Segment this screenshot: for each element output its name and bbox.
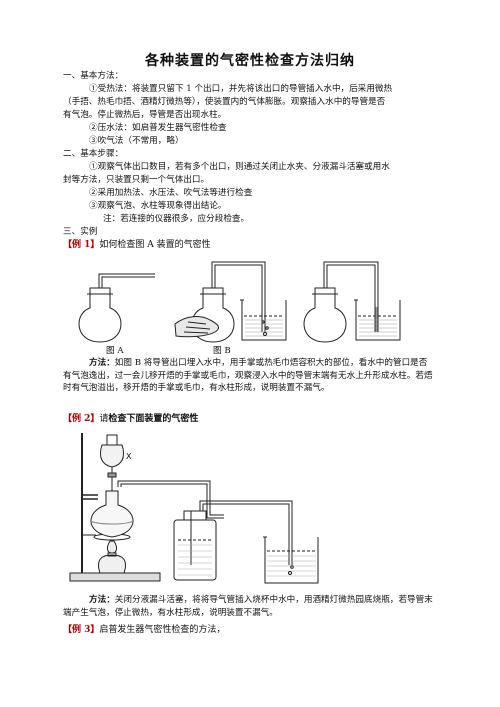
note: 注：若连接的仪器很多，应分段检查。 bbox=[103, 214, 250, 224]
method-3: ③吹气法（不常用，略） bbox=[89, 136, 184, 146]
example-2-method-label: 方法： bbox=[89, 595, 115, 605]
section-1-heading: 一、基本方法： bbox=[63, 71, 124, 81]
example-2-pre: 请 bbox=[99, 414, 109, 424]
method-1-line-3: 有气泡。停止微热后，导管是否出现水柱。 bbox=[63, 110, 227, 120]
example-1-question: 如何检查图 A 装置的气密性 bbox=[99, 240, 211, 250]
example-1-heading: 【例 1】如何检查图 A 装置的气密性 bbox=[63, 239, 211, 251]
step-2: ②采用加热法、水压法、吹气法等进行检查 bbox=[89, 188, 253, 198]
example-1-method: 方法：如图 B 将导管出口埋入水中，用手掌或热毛巾焐容积大的部位，看水中的管口是… bbox=[63, 357, 435, 395]
method-2: ②压水法：如启普发生器气密性检查 bbox=[89, 123, 227, 133]
label-x: X bbox=[126, 452, 132, 461]
flask-c-drawing bbox=[303, 261, 401, 343]
alcohol-lamp-drawing bbox=[98, 540, 126, 574]
example-2-question: 检查下面装置的气密性 bbox=[108, 414, 199, 424]
round-flask-drawing bbox=[89, 480, 224, 538]
example-2-tag: 【例 2】 bbox=[63, 414, 100, 424]
flask-b-drawing bbox=[174, 261, 287, 343]
beaker-drawing bbox=[263, 536, 319, 584]
example-1-method-text: 如图 B 将导管出口埋入水中，用手掌或热毛巾焐容积大的部位，看水中的管口是否有气… bbox=[63, 358, 433, 393]
step-1-line-1: ①观察气体出口数目，若有多个出口，则通过关闭止水夹、分液漏斗活塞或用水 bbox=[89, 162, 390, 172]
flask-a-drawing bbox=[78, 273, 155, 343]
iron-stand-drawing bbox=[69, 433, 161, 582]
wash-bottle-drawing bbox=[173, 500, 293, 581]
example-3-heading: 【例 3】启普发生器气密性检查的方法， bbox=[63, 624, 225, 636]
separatory-funnel-drawing bbox=[99, 434, 125, 491]
section-3-heading: 三、实例 bbox=[63, 227, 98, 237]
caption-figure-a: 图 A bbox=[106, 346, 124, 356]
step-3: ③观察气泡、水柱等现象得出结论。 bbox=[89, 201, 227, 211]
section-2-heading: 二、基本步骤： bbox=[63, 149, 124, 159]
caption-figure-b: 图 B bbox=[213, 346, 231, 356]
page-title: 各种装置的气密性检查方法归纳 bbox=[145, 53, 355, 69]
example-2-method: 方法：关闭分液漏斗活塞，将将导气管插入烧杯中水中，用酒精灯微热园底烧瓶，若导管末… bbox=[63, 594, 435, 619]
example-2-heading: 【例 2】请检查下面装置的气密性 bbox=[63, 413, 198, 425]
method-1-line-1: ①受热法：将装置只留下 1 个出口，并先将该出口的导管插入水中，后采用微热 bbox=[89, 84, 393, 94]
example-1-method-label: 方法： bbox=[89, 358, 115, 368]
example-3-question: 启普发生器气密性检查的方法， bbox=[99, 625, 226, 635]
example-1-tag: 【例 1】 bbox=[63, 240, 100, 250]
method-1-line-2: （手捂、热毛巾捂、酒精灯微热等），使装置内的气体膨胀。观察插入水中的导管是否 bbox=[63, 97, 386, 107]
example-2-apparatus: X bbox=[69, 433, 319, 584]
example-3-tag: 【例 3】 bbox=[63, 625, 100, 635]
example-2-method-text: 关闭分液漏斗活塞，将将导气管插入烧杯中水中，用酒精灯微热园底烧瓶，若导管末端产生… bbox=[63, 595, 433, 618]
figure-ab-apparatus bbox=[78, 261, 401, 343]
step-1-line-2: 封等方法，只装置只剩一个气体出口。 bbox=[63, 175, 210, 185]
